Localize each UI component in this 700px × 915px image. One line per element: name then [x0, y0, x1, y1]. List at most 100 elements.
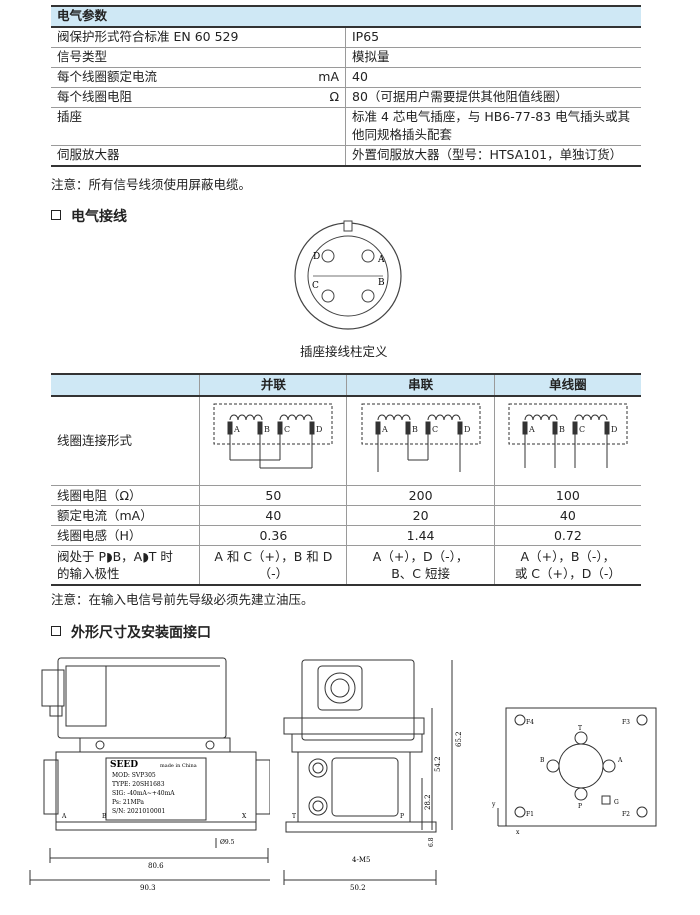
pin-label: C — [432, 425, 438, 434]
connector-caption: 插座接线柱定义 — [300, 344, 388, 359]
table-row: 线圈电感（H） 0.36 1.44 0.72 — [51, 525, 641, 546]
connector-key — [343, 220, 353, 232]
pin-d — [321, 249, 335, 263]
mounting-plate — [505, 707, 657, 827]
pin-label: C — [284, 425, 290, 434]
row-label: 阀保护形式符合标准 EN 60 529 — [57, 29, 239, 44]
axis-y: y — [491, 801, 496, 808]
checkbox-icon — [51, 626, 61, 636]
cell-line1: A（+），D（-）， — [372, 549, 469, 564]
terminal — [227, 421, 233, 434]
terminal — [405, 421, 411, 434]
dim-screws: 4-M5 — [352, 856, 370, 864]
pin-label-c: C — [312, 281, 319, 291]
terminal — [552, 421, 558, 434]
table-row: 插座 标准 4 芯电气插座，与 HB6-77-83 电气插头或其他同规格插头配套 — [51, 107, 641, 146]
connector-pin-diagram: D A C B — [294, 220, 402, 330]
coil-winding — [229, 414, 263, 420]
hole-f1: F1 — [526, 811, 534, 818]
axis-x: x — [516, 829, 520, 836]
cell: 40 — [199, 505, 348, 526]
wiring-note: 注意：在输入电信号前先导级必须先建立油压。 — [51, 592, 314, 607]
row-label: 阀处于 P◗B，A◗T 时的输入极性 — [51, 545, 201, 586]
coil-winding — [427, 414, 461, 420]
pin-label: B — [264, 425, 270, 434]
nameplate-line: Ps: 21MPa — [112, 799, 144, 806]
coil-winding — [279, 414, 313, 420]
port-p: P — [578, 803, 582, 810]
row-label: 线圈连接形式 — [51, 396, 201, 486]
pin-label: B — [412, 425, 418, 434]
dim-height-6: 6.8 — [428, 837, 435, 847]
pin-label: A — [528, 425, 535, 434]
cell: 100 — [494, 485, 641, 506]
port-label-t: T — [292, 813, 296, 820]
port-label-b: B — [102, 813, 107, 820]
pin-label-d: D — [313, 252, 320, 262]
dim-width-50: 50.2 — [350, 884, 366, 892]
terminal — [457, 421, 463, 434]
table-row: 信号类型 模拟量 — [51, 47, 641, 68]
nameplate-line: SIG: -40mA~+40mA — [112, 790, 175, 797]
connector-face — [317, 665, 363, 711]
pin-label: A — [381, 425, 388, 434]
table-row: 阀处于 P◗B，A◗T 时的输入极性 A 和 C（+），B 和 D（-） A（+… — [51, 545, 641, 586]
cell: 0.72 — [494, 525, 641, 546]
port-label-p: P — [400, 813, 404, 820]
row-label: 信号类型 — [57, 49, 108, 64]
checkbox-icon — [51, 210, 61, 220]
row-label-line1: 阀处于 P◗B，A◗T 时 — [57, 549, 173, 564]
port-b: B — [540, 757, 545, 764]
motor-cover-side — [301, 659, 415, 741]
pin-label-a: A — [377, 255, 385, 265]
row-value: 80（可据用户需要提供其他阻值线圈） — [345, 87, 641, 108]
cell-line2: B、C 短接 — [391, 566, 450, 581]
table-header-row: 并联 串联 单线圈 — [51, 373, 641, 397]
table-row: 阀保护形式符合标准 EN 60 529 IP65 — [51, 27, 641, 48]
header-single-coil: 单线圈 — [494, 373, 641, 397]
cell: 20 — [346, 505, 495, 526]
cell: 40 — [494, 505, 641, 526]
terminal — [604, 421, 610, 434]
terminal — [375, 421, 381, 434]
valve-body-side — [297, 751, 411, 823]
cell: A（+），D（-）， B、C 短接 — [346, 545, 495, 586]
electrical-params-table: 电气参数 阀保护形式符合标准 EN 60 529 IP65 信号类型 模拟量 每… — [51, 5, 641, 167]
pin-label: C — [579, 425, 585, 434]
pin-label-b: B — [378, 278, 385, 288]
pin-b — [361, 289, 375, 303]
nameplate-made-in: made in China — [160, 763, 197, 769]
coil-winding — [377, 414, 411, 420]
pin-c — [321, 289, 335, 303]
dim-width-80: 80.6 — [148, 862, 164, 870]
row-label: 每个线圈额定电流 — [57, 69, 158, 84]
hole-f4: F4 — [526, 719, 534, 726]
row-value: 模拟量 — [345, 47, 641, 68]
dimensions-heading: 外形尺寸及安装面接口 — [51, 622, 211, 642]
connector-inner-ring — [307, 235, 389, 317]
cell: 50 — [199, 485, 348, 506]
side-view-drawing: 65.2 54.2 28.2 6.8 T P 4-M5 50.2 — [283, 659, 463, 892]
cell: 200 — [346, 485, 495, 506]
terminal — [425, 421, 431, 434]
terminal — [309, 421, 315, 434]
terminal — [572, 421, 578, 434]
pin-label: A — [233, 425, 240, 434]
pin-label: D — [611, 425, 617, 434]
cell: 0.36 — [199, 525, 348, 546]
row-unit: Ω — [329, 89, 339, 104]
front-view-drawing: SEED made in China MOD: SVP305 TYPE: 20S… — [29, 657, 270, 892]
params-table-title: 电气参数 — [51, 5, 641, 28]
dim-dia: Ø9.5 — [220, 839, 235, 846]
header-parallel: 并联 — [199, 373, 348, 397]
